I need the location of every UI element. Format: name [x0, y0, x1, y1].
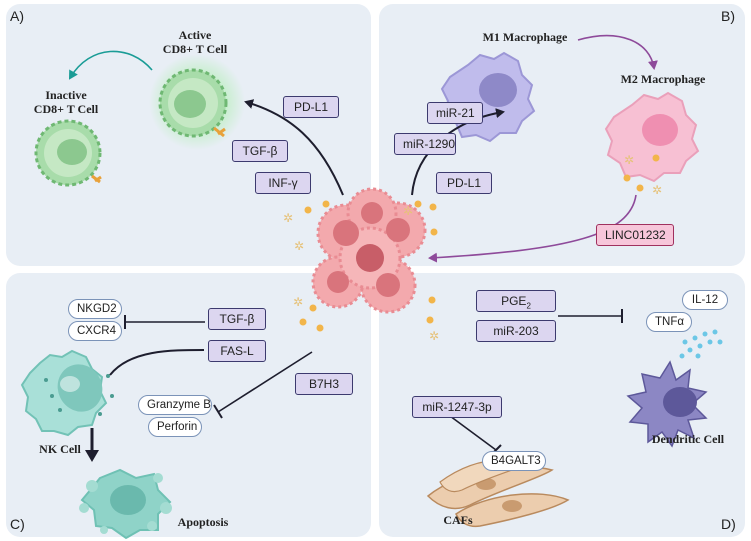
active-t-cell: [149, 54, 245, 150]
tumor-to-tcell-arrow: [244, 99, 344, 196]
perforin-pill: Perforin: [148, 417, 202, 437]
b4galt3-pill: B4GALT3: [482, 451, 546, 471]
pge2-box: PGE2: [476, 290, 556, 312]
panel-b-label: B): [721, 8, 735, 24]
nk-cell: [20, 349, 114, 437]
m2-macrophage-label: M2 Macrophage: [620, 72, 706, 86]
panel-c-label: C): [10, 516, 25, 532]
nk-cell-label: NK Cell: [39, 442, 81, 456]
vesicle-icon: ✲: [403, 204, 413, 218]
fasl-box: FAS-L: [208, 340, 266, 362]
granzyme-b-pill: Granzyme B: [138, 395, 212, 415]
tumor-cluster: [311, 187, 427, 314]
cafs-label: CAFs: [443, 513, 473, 527]
vesicle-icon: ✲: [283, 211, 293, 225]
il12-pill: IL-12: [682, 290, 728, 310]
vesicle-icon: ✲: [293, 295, 303, 309]
inhibition-bar: [213, 404, 223, 419]
tnfa-pill: TNFα: [646, 312, 692, 332]
m1-macrophage-label: M1 Macrophage: [482, 30, 568, 44]
b7h3-inhibition-line: [217, 351, 313, 413]
m2-secreted-particles: [623, 154, 660, 192]
receptor-icon: [213, 126, 226, 138]
m2-macrophage: [604, 91, 700, 183]
vesicle-icon: ✲: [294, 239, 304, 253]
panel-d-label: D): [721, 516, 736, 532]
pdl1-box-a: PD-L1: [283, 96, 339, 118]
tgfb-box-a: TGF-β: [232, 140, 288, 162]
tumor-secreted-particles: [299, 200, 438, 332]
dendritic-cell: [626, 360, 708, 448]
cxcr4-pill: CXCR4: [68, 321, 122, 341]
apoptosis-label: Apoptosis: [177, 515, 229, 529]
pdl1-box-b: PD-L1: [436, 172, 492, 194]
receptor-icon: [91, 174, 102, 184]
dendritic-cell-label: Dendritic Cell: [651, 432, 725, 446]
fasl-line: [109, 349, 205, 376]
apoptotic-cell: [79, 468, 172, 540]
infg-box: INF-γ: [255, 172, 311, 194]
cytokine-particles: [679, 329, 723, 359]
vesicle-icon: ✲: [429, 329, 439, 343]
linc-to-tumor-arrow: [428, 194, 637, 263]
teal-transition-arrow: [68, 50, 153, 80]
mir203-box: miR-203: [476, 320, 556, 342]
m1-to-m2-arrow: [577, 34, 658, 70]
pge2-base: PGE: [501, 294, 527, 308]
mir21-box: miR-21: [427, 102, 483, 124]
caf-inhibition-line: [449, 415, 497, 451]
nkgd2-pill: NKGD2: [68, 299, 122, 319]
mir1290-box: miR-1290: [394, 133, 456, 155]
panel-a-label: A): [10, 8, 24, 24]
mir1247-box: miR-1247-3p: [412, 396, 502, 418]
pge2-subscript: 2: [526, 301, 531, 311]
inactive-t-cell: [34, 119, 102, 187]
b7h3-box: B7H3: [295, 373, 353, 395]
linc01232-box: LINC01232: [596, 224, 674, 246]
tgfb-box-c: TGF-β: [208, 308, 266, 330]
vesicle-icon: ✲: [652, 183, 662, 197]
vesicle-icon: ✲: [624, 153, 634, 167]
